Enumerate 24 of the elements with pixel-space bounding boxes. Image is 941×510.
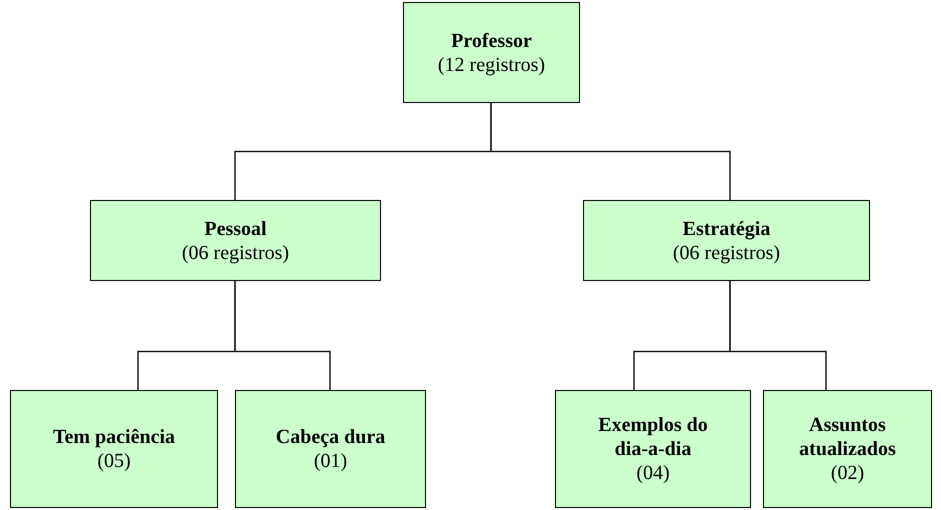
record-count: (12 registros) <box>438 52 546 76</box>
record-count: (02) <box>830 461 864 485</box>
category-title: Pessoal <box>204 216 267 240</box>
category-box <box>583 200 870 281</box>
category-box <box>555 390 751 508</box>
category-title: Exemplos do dia-a-dia <box>597 413 709 461</box>
connector-line <box>234 281 331 390</box>
connector-line <box>729 281 827 390</box>
category-box <box>90 200 381 281</box>
category-title: Estratégia <box>682 216 770 240</box>
category-box <box>763 390 932 508</box>
connector-line <box>490 103 731 200</box>
category-title: Assuntos atualizados <box>798 413 897 461</box>
record-count: (01) <box>314 449 348 473</box>
record-count: (04) <box>636 461 670 485</box>
category-box <box>10 390 218 508</box>
category-title: Professor <box>451 28 532 52</box>
category-box <box>235 390 426 508</box>
category-box <box>403 2 580 103</box>
category-title: Tem paciência <box>52 425 176 449</box>
record-count: (05) <box>97 449 131 473</box>
record-count: (06 registros) <box>672 240 780 264</box>
category-title: Cabeça dura <box>276 425 386 449</box>
record-count: (06 registros) <box>182 240 290 264</box>
